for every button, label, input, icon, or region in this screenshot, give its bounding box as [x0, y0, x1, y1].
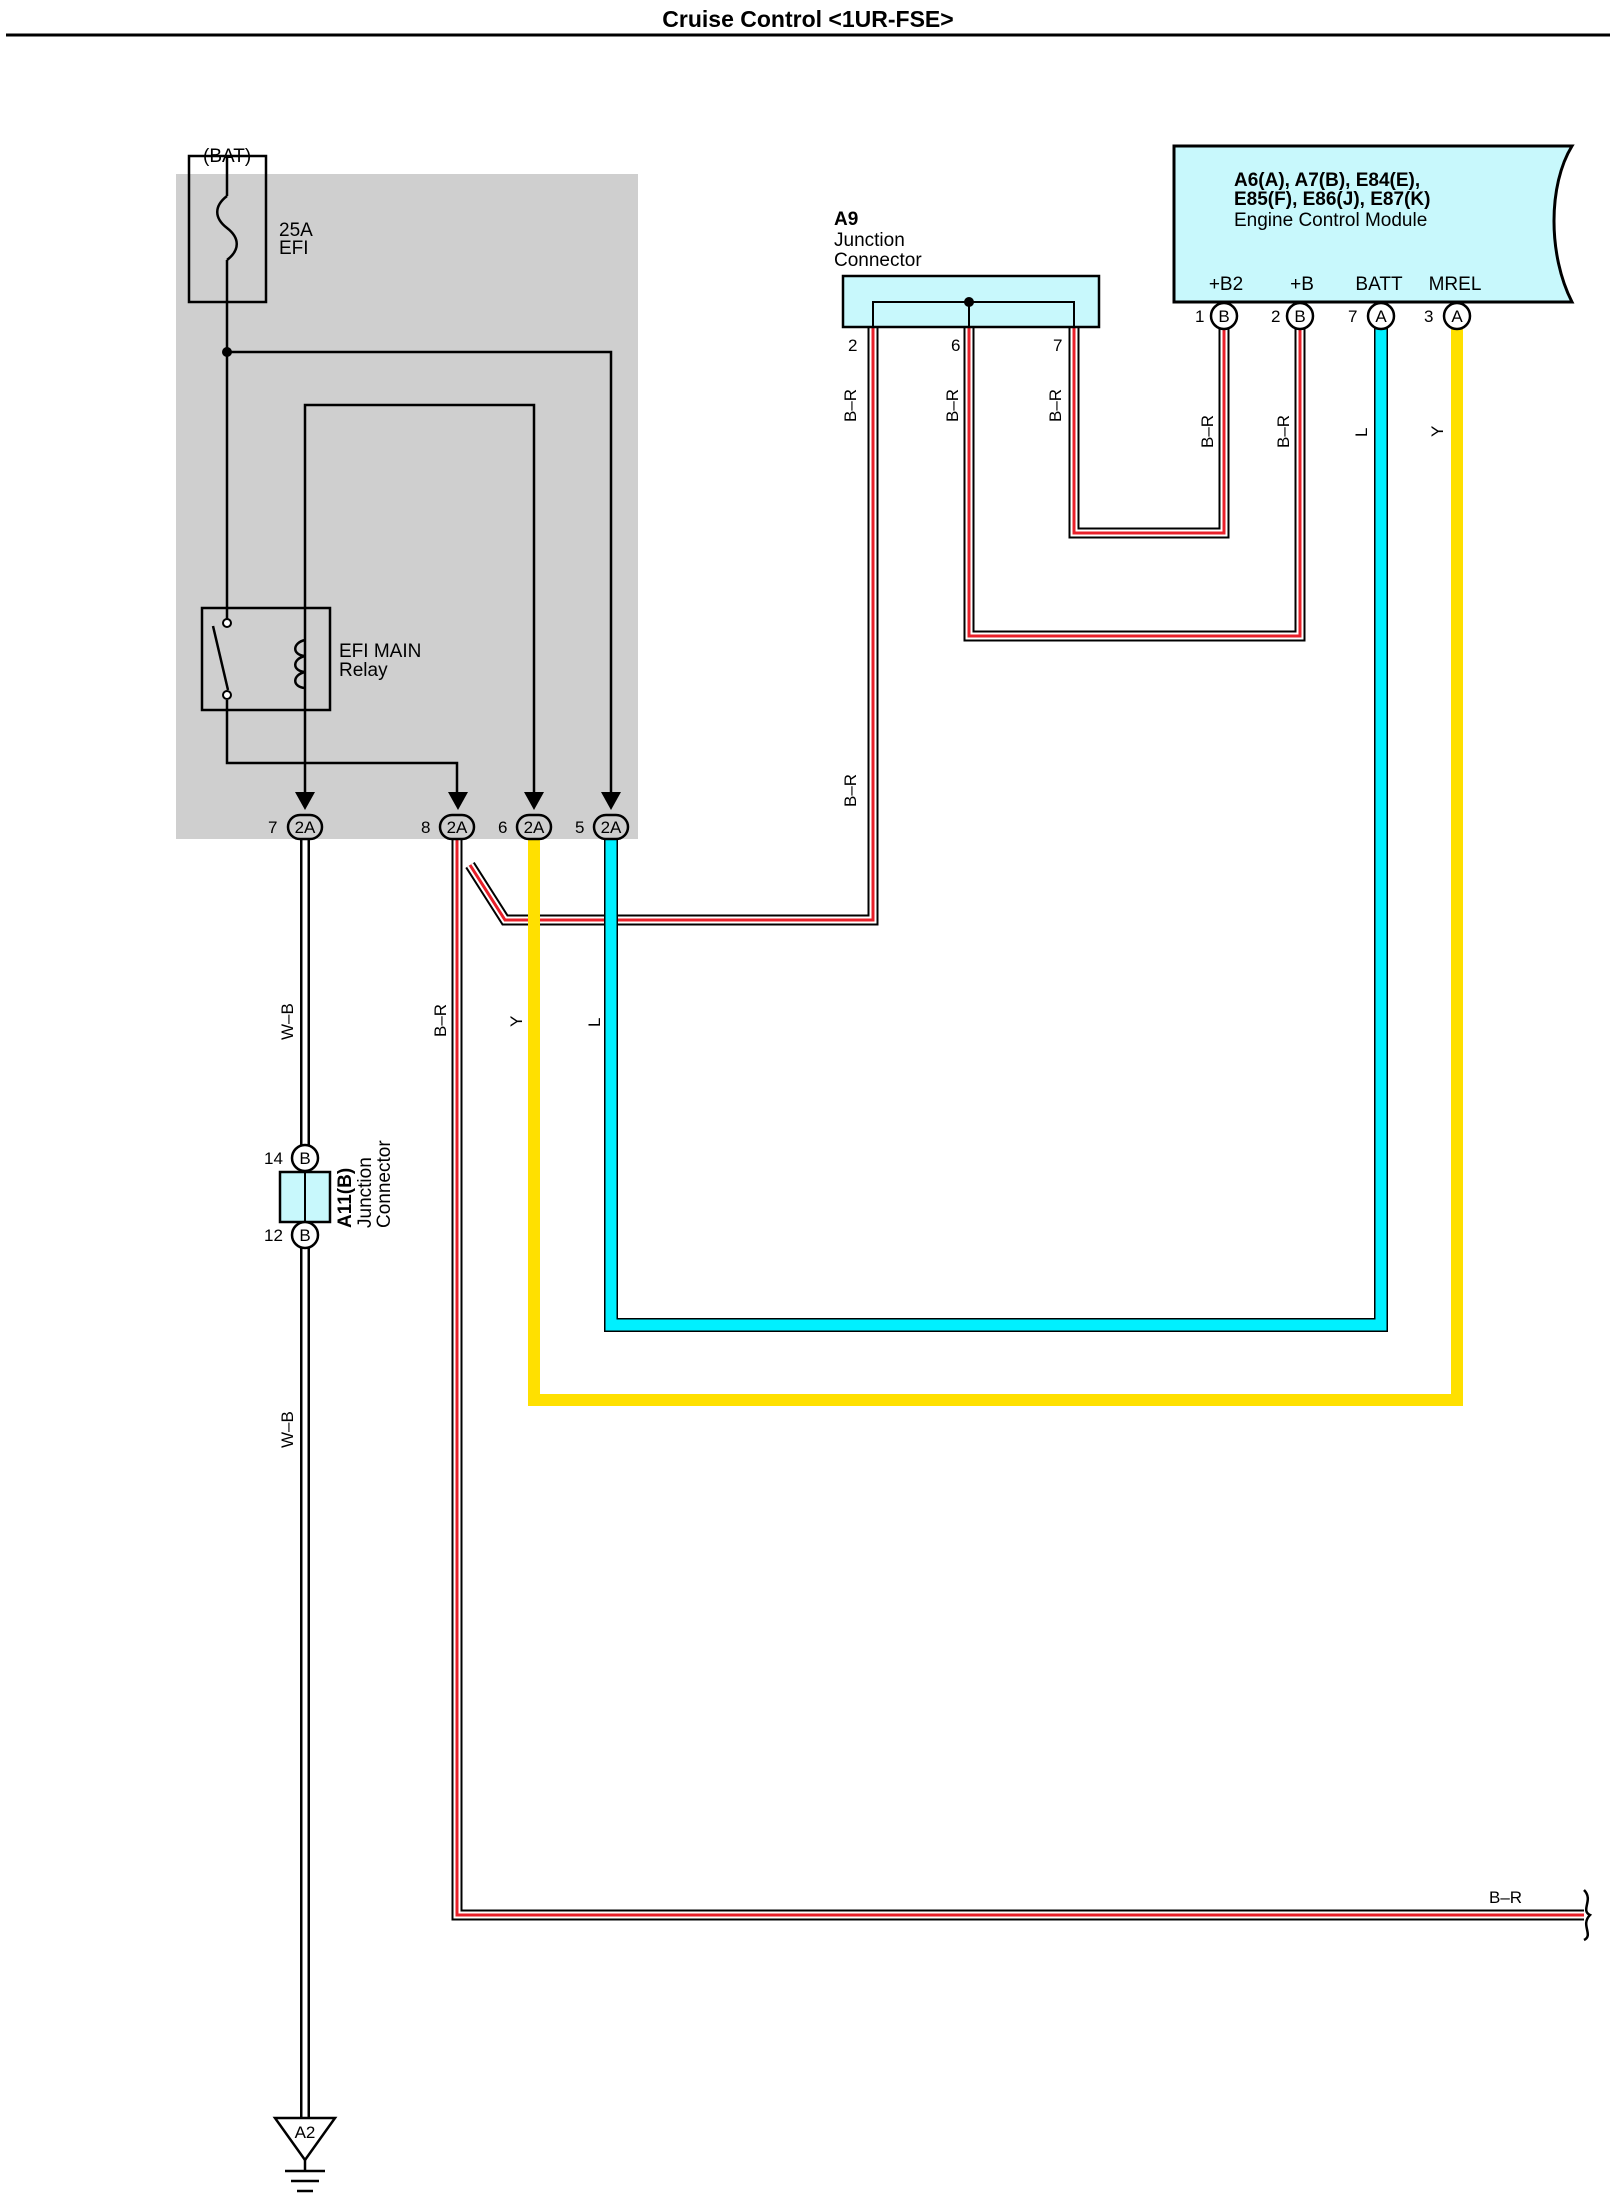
conn-2a-label-6: 2A — [524, 818, 545, 837]
ecm-pin-7: 7 — [1348, 307, 1357, 326]
conn-2a-label-5: 2A — [601, 818, 622, 837]
a9-pin-6: 6 — [951, 336, 960, 355]
a11-line2: Connector — [374, 1140, 395, 1228]
a9-line2: Connector — [834, 250, 922, 271]
label-br-a9-pin6: B–R — [943, 389, 962, 422]
a9-junction-connector: A9 Junction Connector 2 6 7 — [834, 209, 1101, 355]
conn-2a-label-7: 2A — [295, 818, 316, 837]
label-br-a9-pin2: B–R — [841, 389, 860, 422]
a11-junction-connector: B B 14 12 A11(B) Junction Connector — [264, 1140, 395, 1250]
label-br-main: B–R — [431, 1004, 450, 1037]
a9-line1: Junction — [834, 230, 905, 251]
pin-number-5: 5 — [575, 818, 584, 837]
ecm-terminal-plus-b: +B — [1290, 274, 1314, 295]
label-br-right: B–R — [1489, 1888, 1522, 1907]
a11-pin-top: 14 — [264, 1149, 283, 1168]
label-br-a9-lower: B–R — [841, 774, 860, 807]
ecm-terminal-batt: BATT — [1355, 274, 1403, 295]
fuse-rating: 25A — [279, 220, 313, 241]
engine-control-module: A6(A), A7(B), E84(E), E85(F), E86(J), E8… — [1172, 144, 1575, 331]
label-y-upper: Y — [1428, 426, 1447, 437]
ecm-conn-3: A — [1375, 307, 1387, 326]
label-wb-upper: W–B — [278, 1003, 297, 1040]
a11-pin-bottom: 12 — [264, 1226, 283, 1245]
ecm-conn-4: A — [1451, 307, 1463, 326]
fuse-name: EFI — [279, 238, 309, 259]
page-title: Cruise Control <1UR-FSE> — [662, 6, 953, 32]
pin-number-6: 6 — [498, 818, 507, 837]
relay-block-box — [176, 174, 638, 839]
wire-l — [604, 327, 1388, 1332]
efi-main-relay — [200, 606, 332, 712]
relay-switch-icon — [211, 625, 230, 691]
ecm-line1: A6(A), A7(B), E84(E), — [1234, 170, 1420, 191]
label-br-ecm-b: B–R — [1274, 415, 1293, 448]
ground-code: A2 — [295, 2123, 316, 2142]
fuse-icon — [216, 195, 238, 261]
relay-word: Relay — [339, 660, 388, 681]
pin-number-8: 8 — [421, 818, 430, 837]
wire-continuation-mark — [1583, 1889, 1593, 1942]
connector-2a: 2A 2A 2A 2A 7 8 6 5 — [268, 813, 630, 841]
label-br-ecm-b2: B–R — [1198, 415, 1217, 448]
label-l-lower: L — [585, 1018, 604, 1027]
ecm-conn-2: B — [1294, 307, 1305, 326]
ecm-terminal-mrel: MREL — [1429, 274, 1482, 295]
a11-conn-top: B — [299, 1149, 310, 1168]
ecm-conn-1: B — [1218, 307, 1229, 326]
a11-conn-bottom: B — [299, 1226, 310, 1245]
relay-coil-icon — [294, 638, 306, 690]
wire-b-r — [451, 327, 1584, 1921]
ecm-line3: Engine Control Module — [1234, 210, 1427, 231]
wire-labels: W–B W–B B–R Y L B–R B–R B–R B–R B–R B–R … — [278, 389, 1522, 1907]
ecm-terminal-plus-b2: +B2 — [1209, 274, 1243, 295]
pin-number-7: 7 — [268, 818, 277, 837]
ground-a2: A2 — [272, 2116, 338, 2193]
label-l-upper: L — [1352, 428, 1371, 437]
wire-y — [528, 327, 1463, 1406]
pin-arrows — [295, 792, 621, 810]
a9-pin-2: 2 — [848, 336, 857, 355]
label-wb-lower: W–B — [278, 1411, 297, 1448]
conn-2a-label-8: 2A — [447, 818, 468, 837]
label-br-a9-pin7: B–R — [1046, 389, 1065, 422]
ecm-pin-2: 2 — [1271, 307, 1280, 326]
a9-pin-7: 7 — [1053, 336, 1062, 355]
relay-name: EFI MAIN — [339, 641, 421, 662]
ecm-pin-1: 1 — [1195, 307, 1204, 326]
label-y-lower: Y — [507, 1016, 526, 1027]
a11-line1: Junction — [355, 1157, 376, 1228]
a9-code: A9 — [834, 209, 858, 230]
ecm-pin-3: 3 — [1424, 307, 1433, 326]
ecm-line2: E85(F), E86(J), E87(K) — [1234, 189, 1430, 210]
a11-code: A11(B) — [335, 1168, 356, 1228]
